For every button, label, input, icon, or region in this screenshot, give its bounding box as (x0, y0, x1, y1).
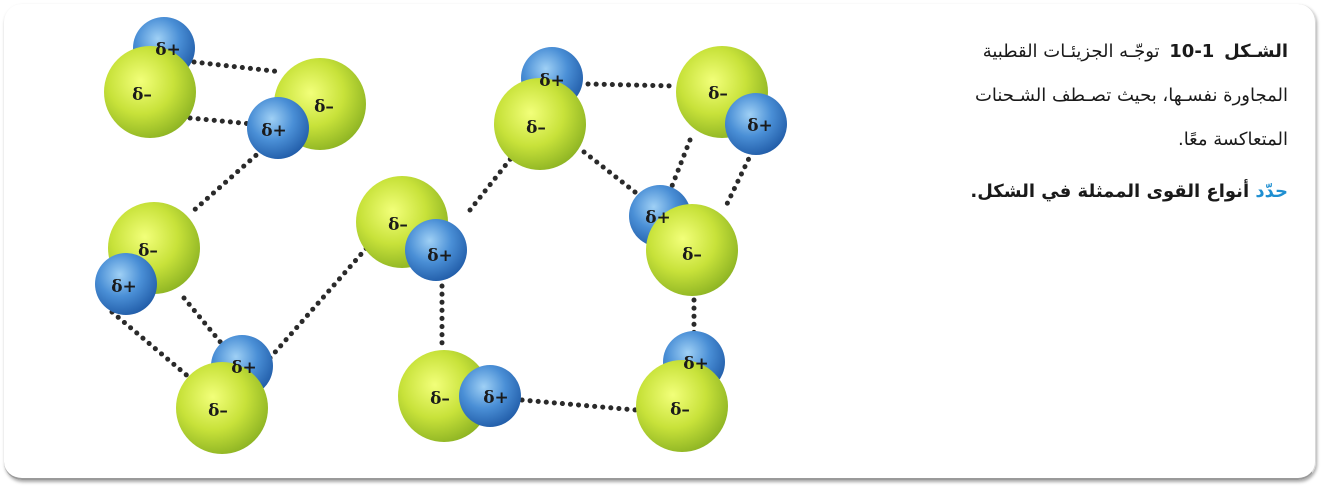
bond-line (189, 147, 265, 215)
positive-atom (459, 365, 521, 427)
positive-atom (725, 93, 787, 155)
positive-charge-label: δ+ (231, 358, 257, 378)
negative-charge-label: δ– (132, 85, 152, 105)
attraction-bonds (109, 59, 755, 413)
positive-atom (95, 253, 157, 315)
molecule: δ– δ+ (95, 202, 200, 315)
caption-text-line: المتعاكسة معًا. (1177, 129, 1288, 150)
positive-charge-label: δ+ (483, 388, 509, 408)
molecule: δ– δ+ (356, 176, 467, 281)
negative-charge-label: δ– (430, 389, 450, 409)
bond-line (669, 137, 693, 189)
caption-text-line: المجاورة نفسـها، بحيث تصـطف الشـحنات (974, 85, 1288, 106)
negative-charge-label: δ– (708, 84, 728, 104)
molecule: δ+ δ– (176, 335, 273, 454)
bond-line (723, 149, 755, 209)
negative-atom (636, 360, 728, 452)
molecule: δ– δ+ (247, 58, 366, 159)
bond-line (109, 309, 193, 381)
negative-atom (104, 46, 196, 138)
figure-number: 10-1 (1169, 41, 1215, 62)
negative-charge-label: δ– (670, 400, 690, 420)
bond-line (187, 115, 255, 127)
negative-atom (176, 362, 268, 454)
positive-charge-label: δ+ (747, 116, 773, 136)
positive-charge-label: δ+ (261, 121, 287, 141)
negative-charge-label: δ– (314, 97, 334, 117)
negative-charge-label: δ– (388, 215, 408, 235)
positive-atom (405, 219, 467, 281)
negative-charge-label: δ– (138, 241, 158, 261)
bond-line (581, 149, 643, 199)
bond-line (585, 81, 679, 89)
negative-atom (398, 350, 490, 442)
question-text: أنواع القوى الممثلة في الشكل. (970, 181, 1250, 202)
positive-charge-label: δ+ (155, 40, 181, 60)
molecule: δ+ δ– (494, 47, 586, 170)
bond-line (267, 241, 373, 361)
positive-charge-label: δ+ (645, 208, 671, 228)
negative-charge-label: δ– (682, 245, 702, 265)
positive-charge-label: δ+ (427, 246, 453, 266)
negative-atom (646, 204, 738, 296)
negative-atom (494, 78, 586, 170)
molecule: δ– δ+ (398, 350, 521, 442)
positive-charge-label: δ+ (111, 277, 137, 297)
molecule: δ– δ+ (676, 46, 787, 155)
molecule: δ+ δ– (104, 17, 196, 138)
positive-charge-label: δ+ (683, 354, 709, 374)
bond-line (181, 295, 225, 347)
bond-line (467, 149, 519, 213)
negative-charge-label: δ– (526, 118, 546, 138)
figure-label: الشـكل (1224, 41, 1288, 62)
molecule: δ+ δ– (629, 185, 738, 296)
caption-text-line: توجّـه الجزيئـات القطبية (982, 41, 1160, 62)
caption-first-line: الشـكل 10-1 توجّـه الجزيئـات القطبية (850, 30, 1288, 74)
positive-atom (247, 97, 309, 159)
molecule: δ+ δ– (636, 331, 728, 452)
bond-line (191, 59, 285, 75)
bond-line (519, 397, 639, 413)
question-line: حدّد أنواع القوى الممثلة في الشكل. (850, 170, 1288, 214)
figure-caption: الشـكل 10-1 توجّـه الجزيئـات القطبية الم… (850, 30, 1288, 214)
question-verb: حدّد (1255, 181, 1288, 202)
positive-charge-label: δ+ (539, 71, 565, 91)
negative-charge-label: δ– (208, 401, 228, 421)
